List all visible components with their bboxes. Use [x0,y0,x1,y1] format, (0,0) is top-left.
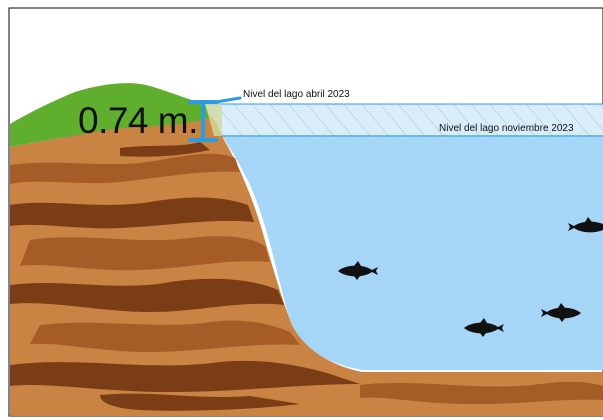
soil-texture [10,142,603,411]
measure-bracket-icon [188,96,242,142]
fish-icon [338,261,378,280]
fish-icon [568,217,603,233]
grass [10,83,210,147]
lake-water [222,136,603,370]
fish-icon [541,303,581,322]
lost-water-band [205,104,603,137]
exposed-shore [205,104,222,136]
fish-icon [464,318,504,337]
depth-measurement-label: 0.74 m. [78,100,198,141]
november-level-label: Nivel del lago noviembre 2023 [439,123,574,134]
april-level-label: Nivel del lago abril 2023 [243,89,350,100]
